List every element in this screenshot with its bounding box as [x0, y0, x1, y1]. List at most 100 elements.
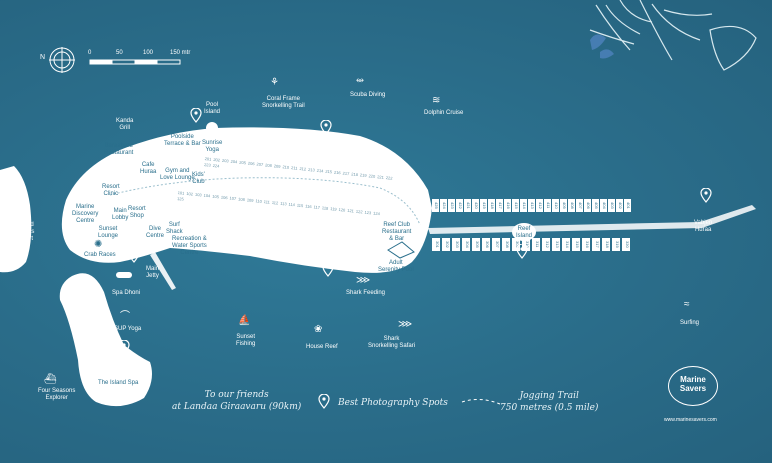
villa-number[interactable]: 304	[462, 238, 470, 251]
surfing-label[interactable]: Surfing	[680, 320, 700, 326]
scuba-label[interactable]: Scuba Diving	[350, 92, 386, 98]
photo-spot-pin[interactable]	[516, 244, 528, 259]
villa-number[interactable]: 309	[512, 238, 520, 251]
villa-number[interactable]: 404	[600, 199, 607, 212]
villa-number[interactable]: 104	[203, 192, 211, 199]
villa-number[interactable]: 425	[432, 199, 439, 212]
villa-number[interactable]: 421	[464, 199, 471, 212]
villa-number[interactable]: 210	[282, 164, 290, 170]
villa-number[interactable]: 401	[624, 199, 631, 212]
villa-number[interactable]: 217	[342, 170, 350, 177]
villa-number[interactable]: 315	[572, 238, 580, 251]
villa-number[interactable]: 117	[313, 204, 321, 210]
photo-spot-pin[interactable]	[190, 108, 202, 123]
villa-number[interactable]: 204	[230, 158, 238, 165]
villa-number[interactable]: 318	[602, 238, 610, 251]
villa-number[interactable]: 307	[492, 238, 500, 251]
villa-number[interactable]: 202	[213, 156, 221, 163]
villa-number[interactable]: 102	[186, 190, 194, 197]
villa-number[interactable]: 105	[212, 193, 220, 200]
villa-number[interactable]: 316	[582, 238, 590, 251]
villa-number[interactable]: 408	[568, 199, 575, 212]
villa-number[interactable]: 111	[263, 199, 271, 205]
villa-number[interactable]: 416	[504, 199, 511, 212]
villa-number[interactable]: 415	[512, 199, 519, 212]
villa-number[interactable]: 424	[440, 199, 447, 212]
villa-number[interactable]: 109	[246, 197, 254, 203]
villa-number[interactable]: 205	[239, 159, 247, 166]
villa-number[interactable]: 405	[592, 199, 599, 212]
villa-number[interactable]: 119	[330, 206, 337, 212]
villa-number[interactable]: 305	[472, 238, 480, 251]
villa-number[interactable]: 223	[203, 161, 212, 168]
photo-spot-pin[interactable]	[128, 248, 140, 263]
kids-club-label[interactable]: Kids'Club	[192, 172, 205, 185]
villa-number[interactable]: 308	[502, 238, 510, 251]
villa-number[interactable]: 209	[273, 163, 281, 169]
villa-number[interactable]: 114	[288, 201, 296, 208]
island-spa-label[interactable]: The Island Spa	[98, 380, 139, 386]
villa-number[interactable]: 207	[256, 161, 264, 168]
villa-number[interactable]: 108	[237, 196, 246, 203]
villa-number[interactable]: 301	[432, 238, 440, 251]
villa-number[interactable]: 417	[496, 199, 503, 212]
villa-number[interactable]: 116	[305, 203, 312, 210]
villa-number[interactable]: 402	[616, 199, 623, 212]
villa-number[interactable]: 412	[536, 199, 543, 212]
villa-number[interactable]: 413	[528, 199, 535, 212]
sup-yoga-label[interactable]: SUP Yoga	[114, 326, 142, 332]
villa-number[interactable]: 422	[456, 199, 463, 212]
villa-number[interactable]: 409	[560, 199, 567, 212]
villa-number[interactable]: 118	[321, 205, 329, 211]
villa-number[interactable]: 419	[480, 199, 487, 212]
villa-number[interactable]: 107	[229, 195, 237, 202]
villa-number[interactable]: 312	[542, 238, 550, 251]
villa-number[interactable]: 122	[355, 208, 363, 215]
villa-number[interactable]: 112	[271, 199, 279, 206]
villa-number[interactable]: 221	[376, 174, 385, 180]
villa-number[interactable]: 115	[296, 202, 304, 209]
villa-number[interactable]: 311	[532, 238, 540, 251]
villa-number[interactable]: 201	[204, 156, 212, 162]
villa-number[interactable]: 219	[359, 172, 367, 178]
villa-number[interactable]: 407	[576, 199, 583, 212]
villa-number[interactable]: 222	[385, 175, 393, 181]
villa-number[interactable]: 303	[452, 238, 460, 251]
villa-number[interactable]: 206	[247, 160, 255, 167]
photo-spot-pin[interactable]	[118, 340, 130, 355]
villa-number[interactable]: 403	[608, 199, 615, 212]
villa-number[interactable]: 120	[338, 206, 346, 213]
villa-number[interactable]: 310	[522, 238, 530, 251]
villa-number[interactable]: 110	[255, 198, 263, 204]
villa-number[interactable]: 103	[194, 191, 202, 198]
brand-url[interactable]: www.marinesavers.com	[664, 417, 717, 423]
villa-number[interactable]: 306	[482, 238, 490, 251]
villa-number[interactable]: 320	[622, 238, 630, 251]
villa-number[interactable]: 215	[325, 168, 333, 175]
marine-savers-logo[interactable]: Marine Savers	[668, 366, 718, 406]
villa-number[interactable]: 319	[612, 238, 620, 251]
villa-number[interactable]: 212	[299, 165, 307, 172]
dolphin-label[interactable]: Dolphin Cruise	[424, 110, 464, 116]
villa-number[interactable]: 121	[347, 207, 355, 214]
villa-number[interactable]: 208	[264, 162, 273, 169]
